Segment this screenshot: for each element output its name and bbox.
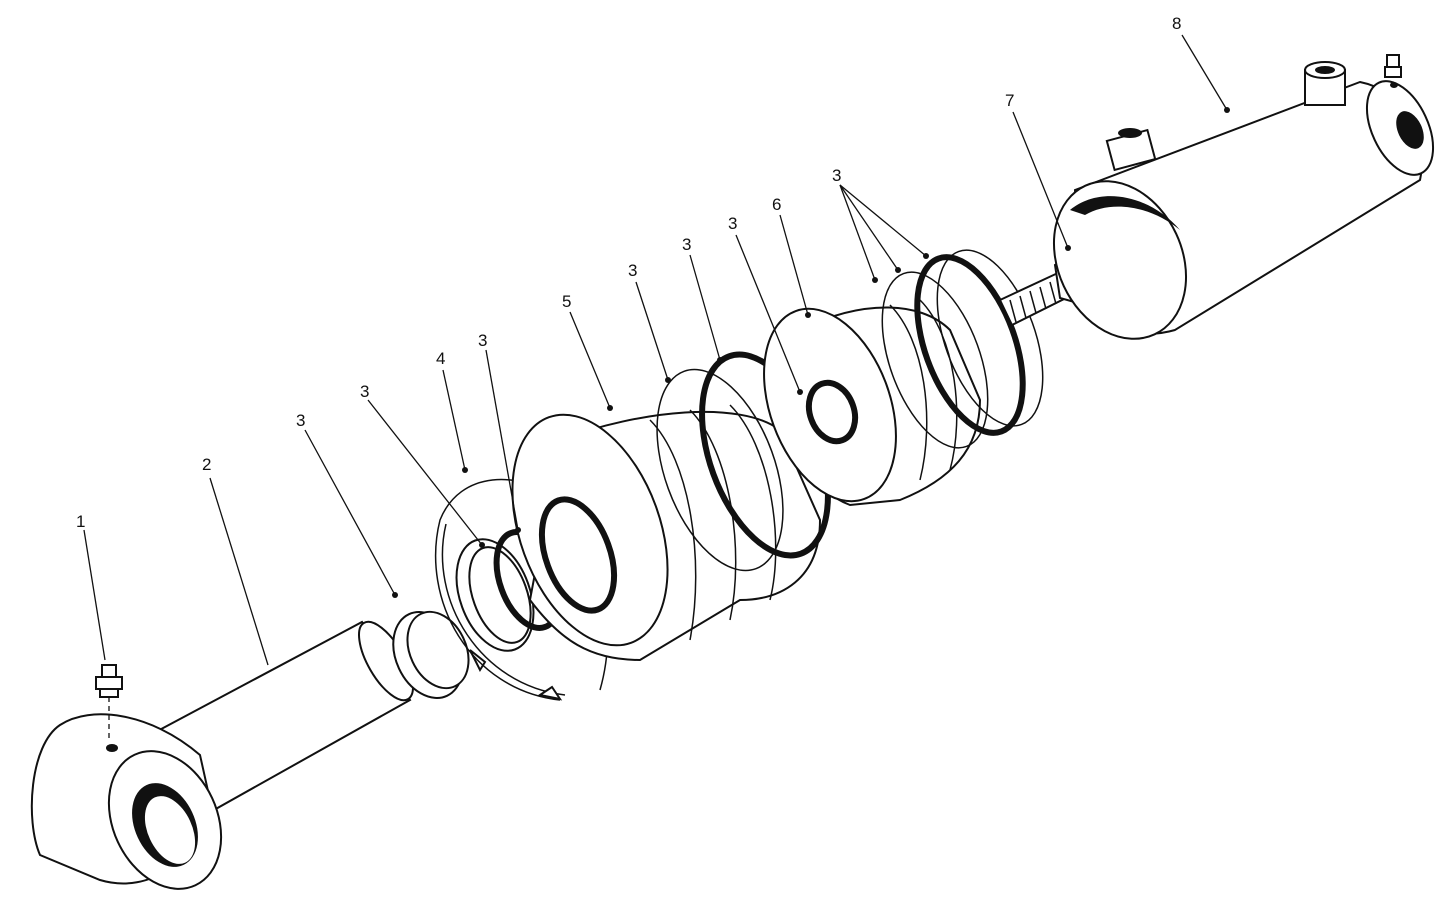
callout-labels: 1 2 3 3 4 3 5 3 3 3 6 3 7 8 [76,14,1181,531]
callout-1: 1 [76,512,85,531]
callout-2: 2 [202,455,211,474]
callout-3: 3 [832,166,841,185]
gland-head [511,404,822,662]
callout-5: 5 [562,292,571,311]
grease-fitting-left [95,664,123,740]
leader-lines [83,34,1228,666]
wiper-bushing [392,610,487,699]
callout-3: 3 [628,261,637,280]
piston-seals [881,249,1044,449]
callout-7: 7 [1005,91,1014,110]
callout-3: 3 [478,331,487,350]
cylinder-barrel [1052,61,1435,340]
leader-dots [392,107,1230,598]
callout-4: 4 [436,349,445,368]
callout-6: 6 [772,195,781,214]
callout-3: 3 [360,382,369,401]
callout-3: 3 [296,411,305,430]
rod-seals [455,529,563,652]
piston [763,299,982,507]
callout-3: 3 [682,235,691,254]
callout-3: 3 [728,214,737,233]
callout-8: 8 [1172,14,1181,33]
rod-assembly [30,620,414,890]
grease-fitting-right [1384,54,1402,88]
